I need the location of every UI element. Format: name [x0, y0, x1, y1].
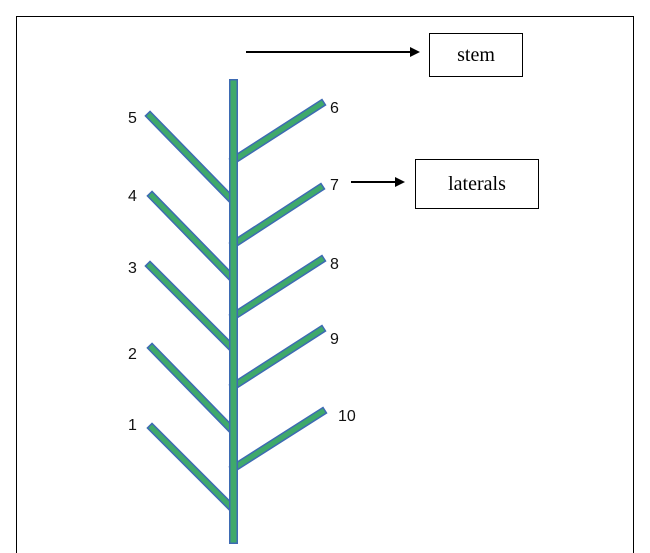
- branch-number-6: 6: [330, 100, 339, 117]
- stem-label-box: stem: [429, 33, 523, 77]
- branch-numbers: 5 4 3 2 1 6 7 8 9 10: [128, 100, 356, 434]
- lateral-branches: [144, 98, 328, 514]
- branch-number-9: 9: [330, 331, 339, 348]
- branch-number-10: 10: [338, 408, 356, 425]
- laterals-label: laterals: [448, 172, 506, 195]
- branch-number-8: 8: [330, 256, 339, 273]
- branch-number-1: 1: [128, 417, 137, 434]
- laterals-label-box: laterals: [415, 159, 539, 209]
- branch-number-2: 2: [128, 346, 137, 363]
- branch-number-5: 5: [128, 110, 137, 127]
- branch-number-7: 7: [330, 177, 339, 194]
- branch-number-4: 4: [128, 188, 137, 205]
- stem-label: stem: [457, 43, 495, 66]
- main-stem: [229, 79, 238, 544]
- branch-number-3: 3: [128, 260, 137, 277]
